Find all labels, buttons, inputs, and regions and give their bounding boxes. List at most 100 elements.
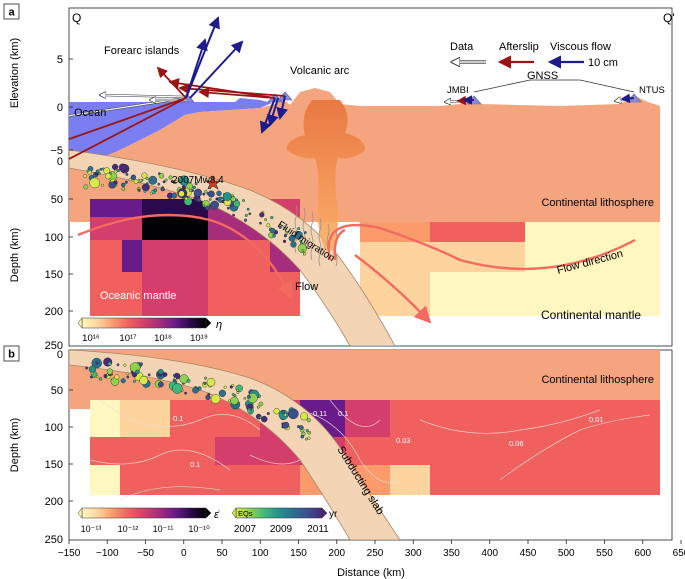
gnss-arrows <box>69 16 635 161</box>
earthquake-dot <box>99 167 103 171</box>
depth-b-tick-3: 150 <box>45 459 63 471</box>
x-axis-label: Distance (km) <box>337 567 405 579</box>
viscosity-tick-1: 10¹⁷ <box>119 333 137 344</box>
earthquake-dot <box>300 434 305 439</box>
earthquake-dot <box>204 190 208 194</box>
earthquake-dot <box>233 394 237 398</box>
viscous-arrow <box>185 38 208 99</box>
earthquake-dot <box>88 365 97 373</box>
strain-tick-2: 10⁻¹¹ <box>153 524 174 534</box>
viscosity-cell <box>430 242 525 272</box>
oceanic-mantle-label: Oceanic mantle <box>100 290 176 302</box>
legend-scale-label: 10 cm <box>588 57 618 69</box>
x-tick-label: 0 <box>181 548 187 559</box>
earthquake-dot <box>172 378 176 382</box>
earthquake-dot <box>147 373 151 377</box>
earthquake-dot <box>273 408 280 415</box>
depth-b-tick-1: 50 <box>51 385 63 397</box>
strain-cell <box>390 400 430 437</box>
strain-colorbar: ε̇ 10⁻¹³ 10⁻¹² 10⁻¹¹ 10⁻¹⁰ <box>77 507 220 534</box>
earthquake-dot <box>158 173 165 179</box>
strain-tick-0: 10⁻¹³ <box>81 524 102 534</box>
earthquake-dot <box>162 372 168 377</box>
earthquake-dot <box>298 425 304 430</box>
section-end: Q' <box>663 11 675 25</box>
strain-tick-3: 10⁻¹⁰ <box>188 524 210 534</box>
earthquake-dot <box>283 226 287 230</box>
earthquake-dot <box>143 189 147 193</box>
x-tick-label: 600 <box>634 548 651 559</box>
elevation-tick-2: −5 <box>50 145 63 157</box>
viscosity-cell <box>208 240 270 272</box>
jmbi-label: JMBI <box>447 85 469 96</box>
strain-cell <box>170 400 215 437</box>
strain-cell <box>430 465 525 495</box>
earthquake-dot <box>297 227 301 231</box>
earthquake-dot <box>290 241 297 248</box>
earthquake-dot <box>223 385 227 389</box>
earthquake-dot <box>164 178 168 182</box>
strain-cell <box>170 465 215 495</box>
earthquake-dot <box>106 368 114 375</box>
earthquake-dot <box>243 396 247 400</box>
earthquake-dot <box>178 190 185 197</box>
viscosity-cell <box>208 272 270 316</box>
eq-colorbar-unit: yr <box>329 509 338 520</box>
strain-cell <box>215 465 260 495</box>
earthquake-dot <box>294 230 303 240</box>
viscous-arrow <box>267 97 279 127</box>
strain-cell <box>345 400 390 437</box>
earthquake-dot <box>170 179 174 183</box>
earthquake-dot <box>304 437 308 441</box>
magma-plume <box>286 100 365 250</box>
viscosity-tick-0: 10¹⁶ <box>82 333 100 344</box>
viscosity-cell <box>90 240 122 272</box>
strain-cell <box>90 437 120 465</box>
viscosity-cell <box>142 272 208 316</box>
viscosity-cell <box>390 222 430 242</box>
contour-label-4: 0.06 <box>509 439 524 448</box>
earthquake-dot <box>282 239 287 243</box>
earthquake-dot <box>139 375 149 385</box>
elevation-axis-label: Elevation (km) <box>9 38 21 108</box>
earthquake-dot <box>126 372 130 376</box>
viscosity-cell <box>525 272 660 316</box>
earthquake-dot <box>141 183 150 192</box>
elevation-ticks: 5 0 −5 <box>50 54 63 157</box>
contour-label-2: 0.1 <box>173 414 183 423</box>
depth-a-tick-3: 150 <box>45 269 63 281</box>
gnss-label: GNSS <box>527 70 558 82</box>
viscosity-cell <box>430 272 525 316</box>
legend-viscous-label: Viscous flow <box>550 41 611 53</box>
strain-colorbar-bar <box>81 507 207 519</box>
earthquake-dot <box>306 418 311 423</box>
earthquake-dot <box>148 175 158 185</box>
eq-colorbar-min-cap <box>231 507 237 519</box>
viscosity-cell <box>90 217 142 240</box>
colorbar-max-cap <box>205 317 212 329</box>
earthquake-dot <box>297 243 307 253</box>
x-tick-label: 250 <box>367 548 384 559</box>
earthquake-dot <box>116 169 120 173</box>
elevation-tick-0: 5 <box>57 54 63 66</box>
flow-arrow-loop <box>333 228 346 261</box>
earthquake-dot <box>184 391 188 395</box>
earthquake-dot <box>243 218 248 222</box>
viscosity-cell <box>90 199 142 217</box>
x-tick-label: 550 <box>596 548 613 559</box>
earthquake-dot <box>85 366 89 370</box>
contour-label-1: 0.1 <box>338 409 348 418</box>
strain-cell <box>430 437 525 465</box>
earthquake-dot <box>258 401 264 407</box>
earthquake-dot <box>90 375 93 379</box>
x-tick-label: 350 <box>443 548 460 559</box>
mainshock-star <box>205 175 221 190</box>
panel-b-label: b <box>8 349 15 361</box>
earthquake-dot <box>113 169 118 174</box>
legend-afterslip-label: Afterslip <box>499 41 539 53</box>
colorbar-min-cap <box>77 317 83 329</box>
forearc-basin <box>185 98 272 115</box>
earthquakes-a <box>83 163 307 256</box>
eq-colorbar-label: EQs <box>238 509 253 518</box>
